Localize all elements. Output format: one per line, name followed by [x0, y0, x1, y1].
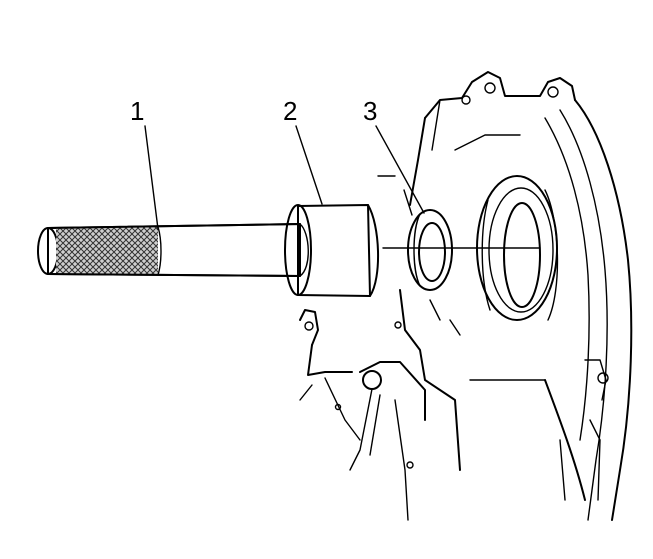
leader-2: [295, 125, 323, 205]
front-oil-seal: [407, 209, 453, 291]
callout-2: 2: [283, 96, 297, 126]
leader-3: [375, 125, 425, 214]
leader-1: [144, 125, 159, 230]
callout-1: 1: [130, 96, 144, 126]
seal-driver-adapter: [284, 204, 379, 297]
installer-handle: [37, 223, 309, 277]
callout-3: 3: [363, 96, 377, 126]
callout-leaders: [144, 125, 425, 230]
